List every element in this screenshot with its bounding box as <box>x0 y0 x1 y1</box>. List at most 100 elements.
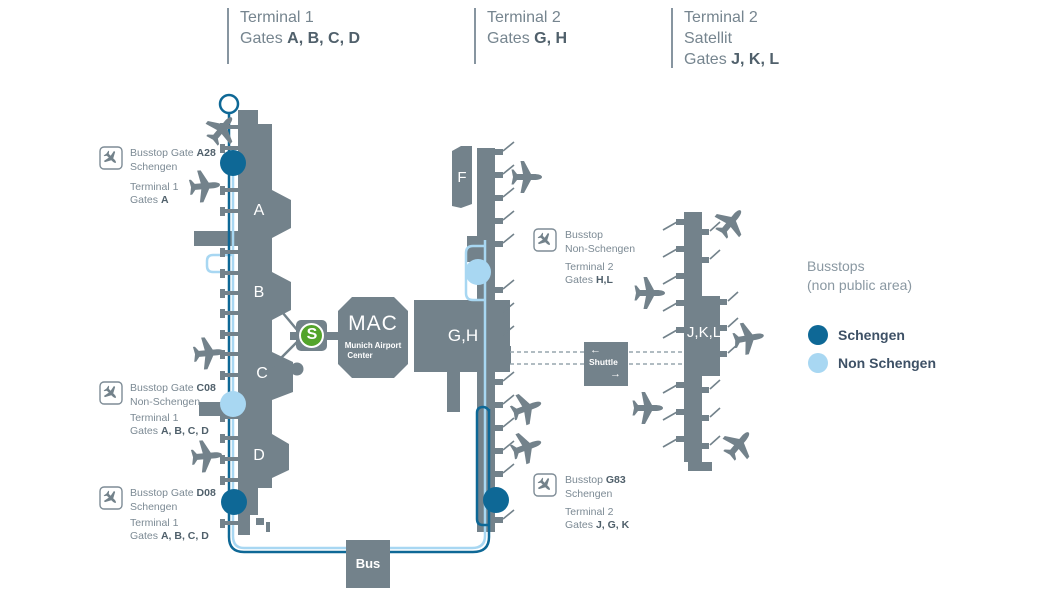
jet-bridge <box>709 435 721 446</box>
busstop-sublabel-a28: Terminal 1 Gates A <box>130 181 179 206</box>
jet-bridge <box>220 371 225 380</box>
satellite-wing <box>702 296 720 376</box>
jet-bridge <box>709 249 721 260</box>
jet-bridge <box>727 317 739 328</box>
jet-bridge <box>709 379 721 390</box>
jet-bridge <box>495 149 503 155</box>
busstop-sublabel-t2ns: Terminal 2 Gates H,L <box>565 261 614 286</box>
jet-bridge <box>220 186 225 195</box>
airplane-icon <box>192 335 226 371</box>
jet-bridge <box>225 436 238 440</box>
jet-bridge <box>225 457 238 461</box>
jet-bridge <box>676 300 684 306</box>
jet-bridge <box>662 248 678 258</box>
busstop-label-d08: Busstop Gate D08 Schengen <box>130 487 216 513</box>
busstop-icons <box>99 146 557 510</box>
jet-bridge <box>225 250 238 254</box>
header-divider-2 <box>474 8 476 64</box>
terminal1-pier-north <box>194 231 238 246</box>
busstop-sublabel-c08: Terminal 1 Gates A, B, C, D <box>130 412 209 437</box>
connector-upper <box>271 299 299 332</box>
header-terminal2: Terminal 2 Gates G, H <box>487 7 567 49</box>
legend-schengen-dot <box>808 325 828 345</box>
jet-bridge <box>662 438 678 448</box>
jet-bridge <box>502 233 515 244</box>
jet-bridge <box>676 273 684 279</box>
busstop-airplane-icon <box>99 381 123 405</box>
jet-bridge <box>502 325 515 336</box>
airplane-icon <box>506 387 547 429</box>
mac-subtitle2: Center <box>347 351 373 360</box>
jet-bridge <box>220 434 225 443</box>
terminal2-shuttle-stub <box>495 346 511 364</box>
busstop-sublabel-d08: Terminal 1 Gates A, B, C, D <box>130 517 209 542</box>
busstop-label-a28: Busstop Gate A28 Schengen <box>130 147 216 173</box>
airplane-icon <box>511 161 542 193</box>
jet-bridge <box>662 302 678 312</box>
jet-bridge <box>495 448 503 454</box>
jet-bridge <box>702 415 709 421</box>
jet-bridge <box>502 440 515 451</box>
jet-bridge <box>225 311 238 315</box>
terminal1-building <box>238 110 293 535</box>
busstop-airplane-icon <box>533 473 557 497</box>
sbahn-connector-left <box>290 332 296 340</box>
busstop-label-t2ns: Busstop Non-Schengen <box>565 229 636 255</box>
airplane-icon <box>730 319 767 357</box>
header-divider-3 <box>671 8 673 68</box>
bus-route-schengen-loop-t1 <box>218 93 240 115</box>
header-divider-1 <box>227 8 229 64</box>
jet-bridge <box>220 519 225 528</box>
terminal2-gh-stub <box>447 372 460 412</box>
jet-bridge <box>225 373 238 377</box>
header-satellite: Terminal 2 Satellit Gates J, K, L <box>684 7 779 70</box>
jet-bridge <box>676 327 684 333</box>
terminal1-foot2 <box>266 522 270 532</box>
jet-bridge <box>502 210 515 221</box>
jet-bridge <box>709 407 721 418</box>
jet-bridge <box>502 187 515 198</box>
jet-bridge <box>662 275 678 285</box>
jet-bridge <box>720 325 727 331</box>
header-terminal1-title: Terminal 1 <box>240 9 314 26</box>
busstop-marker-g83 <box>483 487 509 513</box>
jet-bridge <box>495 195 503 201</box>
jet-bridge <box>502 164 515 175</box>
jet-bridge <box>225 146 238 150</box>
jet-bridge <box>727 291 739 302</box>
jet-bridge <box>502 302 515 313</box>
jet-bridge <box>495 287 503 293</box>
sbahn-logo <box>299 323 324 348</box>
jet-bridge <box>225 521 238 525</box>
jet-bridge <box>676 409 684 415</box>
terminal2-f-building <box>452 146 472 208</box>
jet-bridge <box>676 382 684 388</box>
header-satellite-title: Terminal 2 <box>684 9 758 26</box>
jet-bridge <box>225 209 238 213</box>
mac-title: MAC <box>348 312 398 335</box>
mac-subtitle1: Munich Airport <box>344 341 402 350</box>
jet-bridge <box>502 371 515 382</box>
legend-schengen-label: Schengen <box>838 327 905 343</box>
terminal2-gh-label: G,H <box>447 326 479 345</box>
jet-bridge <box>220 330 225 339</box>
header-terminal2-gates: Gates G, H <box>487 30 568 47</box>
jet-bridge <box>662 221 678 231</box>
shuttle-arrow-left: ← <box>590 344 601 356</box>
jet-bridge <box>225 478 238 482</box>
satellite-foot <box>688 462 712 471</box>
terminal1-section-c: C <box>256 365 268 382</box>
busstop-airplane-icon <box>99 146 123 170</box>
jet-bridge <box>709 221 721 232</box>
connector-lower <box>271 340 299 368</box>
terminal2-gh-building <box>414 300 510 372</box>
busstop-airplane-icon <box>99 486 123 510</box>
legend-title: Busstops (non public area) <box>807 258 913 293</box>
busstop-label-c08: Busstop Gate C08 Non-Schengen <box>130 382 216 408</box>
legend-nonschengen-label: Non Schengen <box>838 355 937 371</box>
bus-label: Bus <box>355 556 381 571</box>
jet-bridge <box>720 299 727 305</box>
busstop-label-g83: Busstop G83 Schengen <box>565 474 626 500</box>
busstop-sublabel-g83: Terminal 2 Gates J, G, K <box>565 506 630 531</box>
